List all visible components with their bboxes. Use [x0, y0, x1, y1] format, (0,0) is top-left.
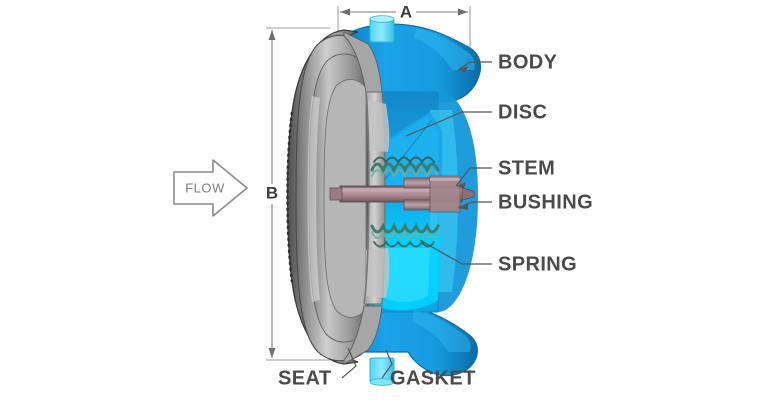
callout-gasket: GASKET: [381, 349, 476, 389]
valve-cutaway-illustration: [286, 15, 482, 386]
callout-stem: STEM: [455, 157, 555, 188]
dimension-a: A: [337, 2, 471, 60]
callout-spring: SPRING: [419, 239, 577, 275]
dimension-a-label: A: [400, 2, 412, 21]
valve-bushing: [403, 175, 461, 213]
valve-spring: [370, 156, 440, 248]
callout-disc: DISC: [405, 101, 547, 137]
callout-disc-label: DISC: [498, 101, 547, 123]
dimension-b-label: B: [266, 183, 278, 202]
callout-bushing: BUSHING: [457, 191, 593, 213]
callout-seat-label: SEAT: [278, 367, 331, 389]
callout-body-label: BODY: [498, 51, 558, 73]
callout-stem-label: STEM: [498, 157, 555, 179]
callout-spring-label: SPRING: [498, 253, 577, 275]
flow-label: FLOW: [185, 180, 225, 195]
dimension-b: B: [262, 27, 330, 361]
callout-seat: SEAT: [278, 347, 357, 389]
callout-gasket-label: GASKET: [390, 367, 476, 389]
flow-arrow: FLOW: [173, 159, 248, 217]
callout-body: BODY: [457, 51, 558, 73]
callout-bushing-label: BUSHING: [498, 191, 593, 213]
